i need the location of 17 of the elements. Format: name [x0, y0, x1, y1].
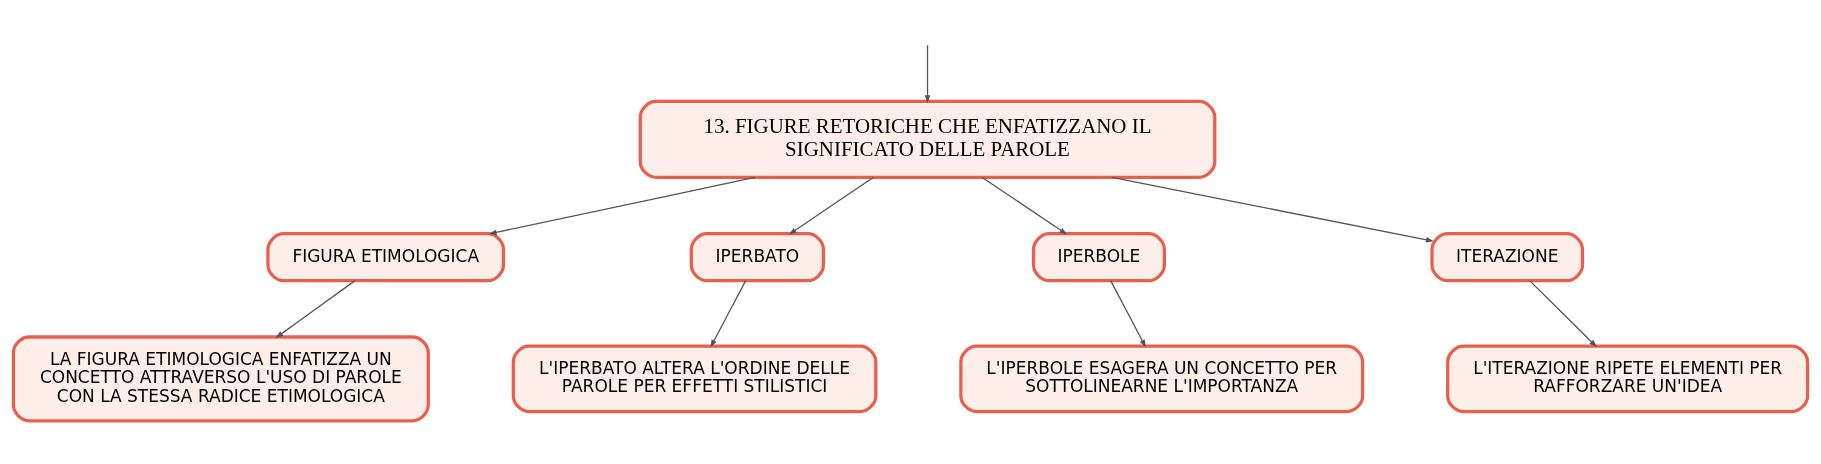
- node-box: ITERAZIONE: [1430, 231, 1585, 282]
- node-box: L'ITERAZIONE RIPETE ELEMENTI PER RAFFORZARE UN'IDEA: [1446, 344, 1810, 413]
- arrow: [1529, 279, 1597, 347]
- node-box: IPERBATO: [689, 231, 826, 282]
- node-box: LA FIGURA ETIMOLOGICA ENFATIZZA UN CONCETTO ATTRAVERSO L'USO DI PAROLE CON LA STESSA RADICE ETIMOLOGICA: [11, 334, 430, 422]
- node-box: L'IPERBATO ALTERA L'ORDINE DELLE PAROLE PER EFFETTI STILISTICI: [511, 344, 878, 413]
- arrow: [924, 44, 931, 103]
- arrow: [981, 176, 1068, 235]
- arrow: [788, 176, 874, 235]
- arrow: [275, 279, 356, 338]
- arrow: [710, 279, 747, 348]
- arrow: [488, 176, 756, 235]
- node-box: 13. FIGURE RETORICHE CHE ENFATIZZANO IL SIGNIFICATO DELLE PAROLE: [638, 99, 1217, 179]
- node-box: L'IPERBOLE ESAGERA UN CONCETTO PER SOTTOLINEARNE L'IMPORTANZA: [959, 344, 1365, 413]
- node-box: IPERBOLE: [1031, 231, 1166, 282]
- arrow: [1110, 279, 1146, 348]
- arrow: [1111, 176, 1434, 242]
